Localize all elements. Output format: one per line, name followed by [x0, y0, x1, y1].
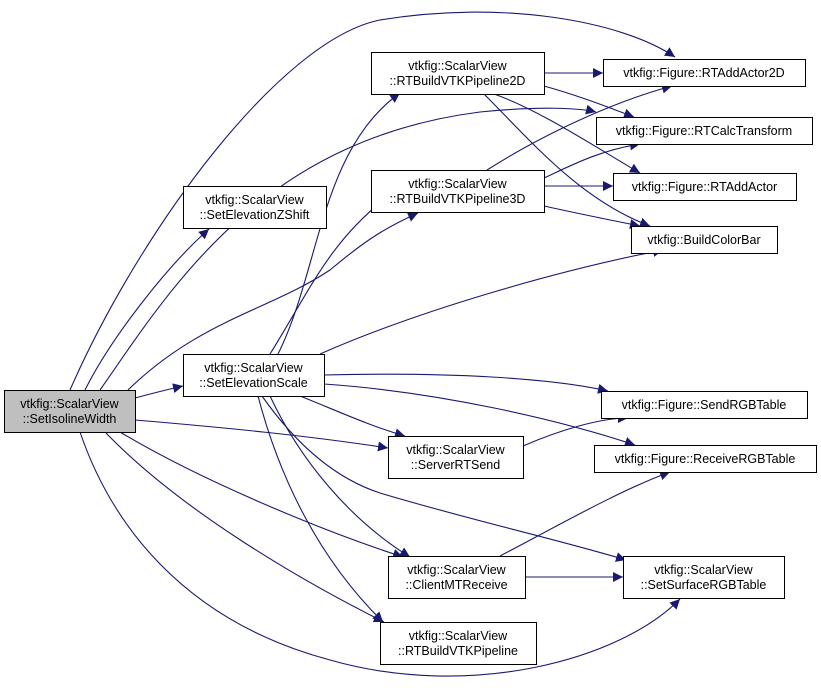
node-serverrtsend[interactable]: vtkfig::ScalarView::ServerRTSend — [388, 436, 524, 479]
node-setelevationzshift[interactable]: vtkfig::ScalarView::SetElevationZShift — [183, 186, 327, 229]
edge-rtbuildvtkpipeline2d-to-rtcalctransform — [543, 85, 635, 119]
node-label: ::SetIsolineWidth — [23, 412, 117, 426]
edge-setisolinewidth-to-setelevationzshift — [84, 228, 210, 391]
node-box — [603, 59, 806, 87]
edge-serverrtsend-to-sendrgbtable — [522, 413, 629, 447]
edge-setisolinewidth-to-setelevationscale — [134, 383, 184, 399]
node-rtbuildvtkpipeline2d[interactable]: vtkfig::ScalarView::RTBuildVTKPipeline2D — [371, 52, 545, 95]
edge-setisolinewidth-to-rtaddactor2d — [69, 11, 676, 391]
edge-setelevationscale-to-clientmtreceive — [269, 395, 411, 558]
edge-rtbuildvtkpipeline3d-to-buildcolorbar — [543, 205, 641, 229]
edge-rtbuildvtkpipeline3d-to-rtaddactor2d — [486, 83, 673, 171]
edge-setelevationscale-to-setsurfacergbtable — [261, 395, 627, 562]
edge-setelevationscale-to-rtbuildvtkpipeline — [257, 395, 384, 623]
edge-setelevationscale-to-buildcolorbar — [319, 246, 664, 355]
node-box — [631, 226, 778, 254]
edges — [69, 11, 681, 677]
node-rtaddactor[interactable]: vtkfig::Figure::RTAddActor — [613, 173, 797, 201]
node-rtaddactor2d[interactable]: vtkfig::Figure::RTAddActor2D — [603, 59, 806, 87]
node-label: ::SetSurfaceRGBTable — [641, 578, 767, 592]
edge-setisolinewidth-to-serverrtsend — [134, 419, 389, 452]
edge-setisolinewidth-to-rtcalctransform — [99, 104, 597, 391]
node-label: vtkfig::Figure::RTCalcTransform — [616, 124, 792, 138]
node-label: vtkfig::BuildColorBar — [647, 233, 760, 247]
edge-setelevationscale-to-serverrtsend — [299, 395, 406, 439]
node-label: ::RTBuildVTKPipeline — [398, 644, 518, 658]
node-label: vtkfig::ScalarView — [654, 563, 753, 577]
node-box — [380, 622, 537, 665]
node-label: ::RTBuildVTKPipeline2D — [390, 74, 526, 88]
node-box — [613, 173, 797, 201]
edge-setelevationscale-to-receivergbtable — [323, 383, 636, 447]
node-label: vtkfig::Figure::RTAddActor2D — [623, 66, 784, 80]
node-box — [388, 556, 526, 599]
nodes: vtkfig::ScalarView::SetIsolineWidthvtkfi… — [4, 52, 817, 665]
node-box — [601, 391, 808, 419]
edge-setelevationscale-to-rtbuildvtkpipeline3d — [269, 194, 391, 355]
node-setsurfacergbtable[interactable]: vtkfig::ScalarView::SetSurfaceRGBTable — [623, 556, 785, 599]
node-sendrgbtable[interactable]: vtkfig::Figure::SendRGBTable — [601, 391, 808, 419]
node-label: ::SetElevationScale — [199, 376, 307, 390]
node-box — [594, 445, 817, 473]
node-label: vtkfig::ScalarView — [20, 397, 119, 411]
edge-setisolinewidth-to-rtbuildvtkpipeline3d — [127, 212, 419, 391]
node-label: ::ClientMTReceive — [405, 578, 507, 592]
node-buildcolorbar[interactable]: vtkfig::BuildColorBar — [631, 226, 778, 254]
node-label: ::ServerRTSend — [411, 458, 500, 472]
node-clientmtreceive[interactable]: vtkfig::ScalarView::ClientMTReceive — [388, 556, 526, 599]
node-label: ::RTBuildVTKPipeline3D — [390, 192, 526, 206]
node-box — [183, 186, 327, 229]
node-label: vtkfig::ScalarView — [409, 629, 508, 643]
node-receivergbtable[interactable]: vtkfig::Figure::ReceiveRGBTable — [594, 445, 817, 473]
node-box — [623, 556, 785, 599]
node-box — [183, 354, 325, 397]
node-label: vtkfig::ScalarView — [205, 193, 304, 207]
node-box — [371, 170, 545, 213]
node-setisolinewidth[interactable]: vtkfig::ScalarView::SetIsolineWidth — [4, 390, 136, 433]
edge-setisolinewidth-to-clientmtreceive — [119, 431, 404, 559]
edge-rtbuildvtkpipeline2d-to-buildcolorbar — [483, 93, 651, 228]
edge-rtbuildvtkpipeline2d-to-rtaddactor — [493, 93, 641, 174]
edge-rtbuildvtkpipeline3d-to-rtcalctransform — [543, 140, 641, 179]
edge-setelevationscale-to-sendrgbtable — [323, 373, 609, 394]
node-box — [371, 52, 545, 95]
node-label: vtkfig::ScalarView — [408, 59, 507, 73]
node-label: vtkfig::Figure::ReceiveRGBTable — [615, 452, 796, 466]
node-rtcalctransform[interactable]: vtkfig::Figure::RTCalcTransform — [596, 117, 813, 145]
node-label: ::SetElevationZShift — [200, 208, 310, 222]
edge-setisolinewidth-to-setsurfacergbtable — [79, 431, 681, 677]
node-label: vtkfig::ScalarView — [406, 443, 505, 457]
node-label: vtkfig::Figure::RTAddActor — [632, 180, 777, 194]
node-label: vtkfig::ScalarView — [407, 563, 506, 577]
node-box — [388, 436, 524, 479]
node-box — [596, 117, 813, 145]
node-box — [4, 390, 136, 433]
edge-clientmtreceive-to-receivergbtable — [499, 470, 671, 557]
node-rtbuildvtkpipeline[interactable]: vtkfig::ScalarView::RTBuildVTKPipeline — [380, 622, 537, 665]
node-label: vtkfig::ScalarView — [408, 177, 507, 191]
edge-setisolinewidth-to-rtbuildvtkpipeline — [104, 431, 385, 623]
node-rtbuildvtkpipeline3d[interactable]: vtkfig::ScalarView::RTBuildVTKPipeline3D — [371, 170, 545, 213]
node-label: vtkfig::Figure::SendRGBTable — [622, 398, 787, 412]
node-setelevationscale[interactable]: vtkfig::ScalarView::SetElevationScale — [183, 354, 325, 397]
node-label: vtkfig::ScalarView — [204, 361, 303, 375]
